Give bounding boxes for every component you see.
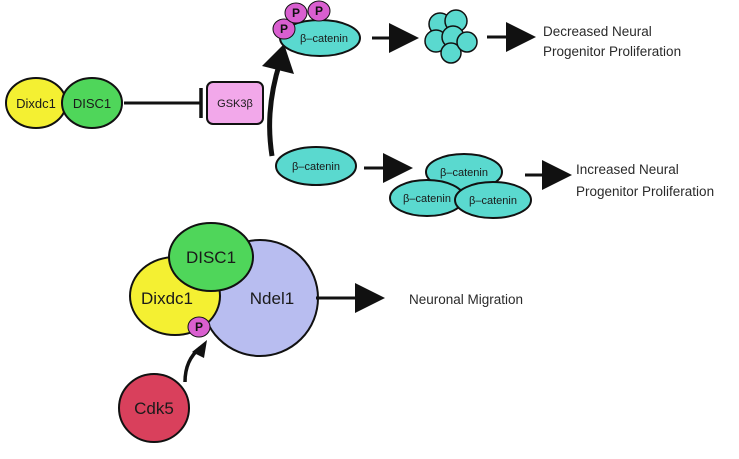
phospho-beta-catenin: β–catenin P P P bbox=[272, 0, 361, 57]
beta-catenin-cluster-right bbox=[454, 181, 532, 219]
phospho-badge-2-label: P bbox=[292, 6, 300, 20]
phospho-badge-1 bbox=[272, 18, 296, 40]
decreased-label-line2: Progenitor Proliferation bbox=[543, 44, 681, 59]
dixdc1-disc1-complex-top: Dixdc1 DISC1 bbox=[5, 77, 123, 129]
ndel1-label: Ndel1 bbox=[250, 289, 294, 308]
cdk5-node: Cdk5 bbox=[118, 373, 190, 443]
disc1-node-top bbox=[61, 77, 123, 129]
phosphorylation-arrowhead bbox=[262, 44, 294, 74]
increased-label-line2: Progenitor Proliferation bbox=[576, 184, 714, 199]
dixdc1-label-top: Dixdc1 bbox=[16, 96, 56, 111]
beta-catenin-cluster-left-label: β–catenin bbox=[403, 193, 451, 205]
disc1-label-top: DISC1 bbox=[73, 96, 111, 111]
gsk3b-node: GSK3β bbox=[206, 81, 264, 125]
phospho-badge-3-label: P bbox=[315, 4, 323, 18]
migration-label: Neuronal Migration bbox=[409, 292, 523, 307]
beta-catenin-single-node bbox=[275, 146, 357, 186]
disc1-label-bottom: DISC1 bbox=[186, 248, 236, 267]
beta-catenin-cluster-top-label: β–catenin bbox=[440, 167, 488, 179]
degraded-beta-catenin-cluster bbox=[424, 9, 478, 64]
fragment-5 bbox=[440, 42, 462, 64]
cdk5-arrowhead bbox=[192, 340, 207, 358]
gsk3b-label: GSK3β bbox=[217, 98, 253, 110]
beta-catenin-cluster-right-label: β–catenin bbox=[469, 195, 517, 207]
disc1-node-bottom bbox=[168, 222, 254, 292]
beta-catenin-single: β–catenin bbox=[275, 146, 357, 186]
fragment-6 bbox=[456, 31, 478, 53]
phosphorylation-arrow bbox=[267, 61, 283, 157]
beta-catenin-single-label: β–catenin bbox=[292, 161, 340, 173]
dixdc1-label-bottom: Dixdc1 bbox=[141, 289, 193, 308]
increased-label-line1: Increased Neural bbox=[576, 162, 679, 177]
beta-catenin-accumulation: β–catenin β–catenin β–catenin bbox=[389, 153, 532, 219]
beta-catenin-phos-label: β–catenin bbox=[300, 33, 348, 45]
decreased-label-line1: Decreased Neural bbox=[543, 24, 652, 39]
phospho-badge-1-label: P bbox=[280, 22, 288, 36]
cdk5-label: Cdk5 bbox=[134, 399, 174, 418]
phospho-badge-dixdc1 bbox=[187, 316, 211, 338]
phospho-badge-2 bbox=[284, 2, 308, 24]
phospho-badge-dixdc1-label: P bbox=[195, 320, 203, 334]
migration-complex: DISC1 Dixdc1 Ndel1 P bbox=[129, 222, 319, 357]
phospho-badge-3 bbox=[307, 0, 331, 22]
